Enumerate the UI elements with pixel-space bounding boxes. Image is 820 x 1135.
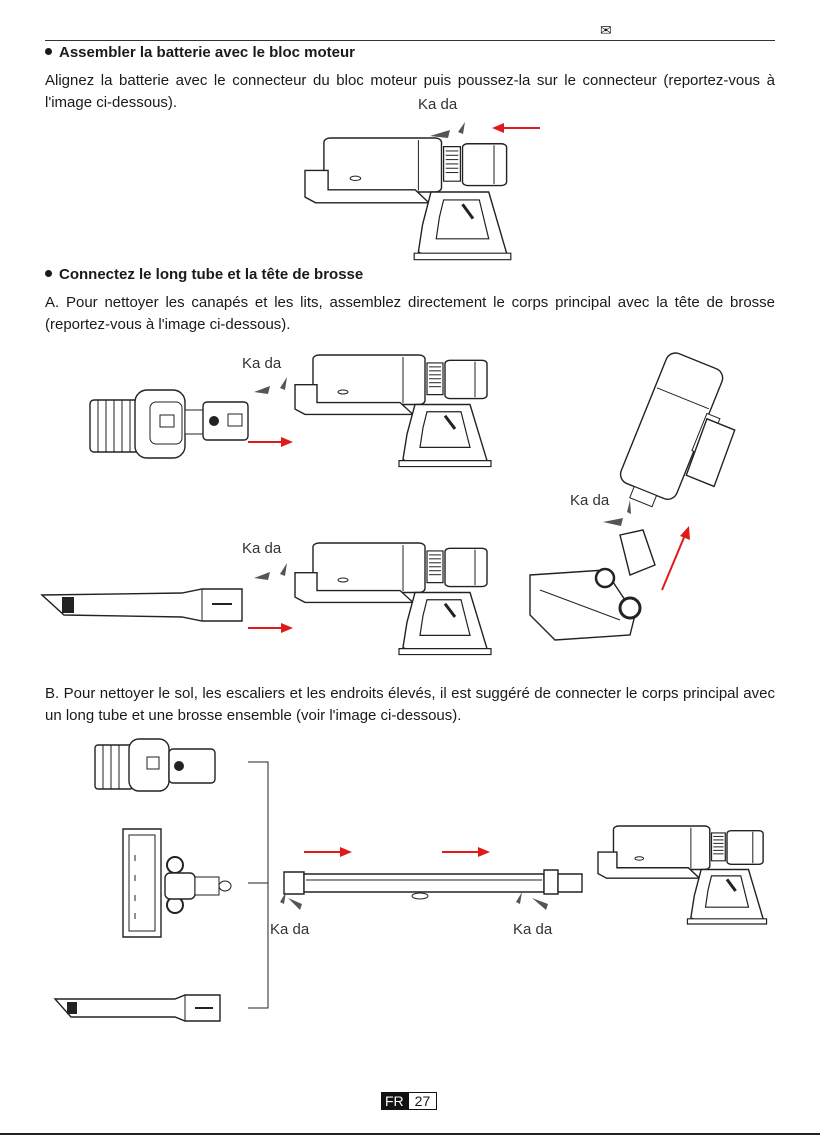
click-mark	[603, 518, 623, 526]
click-mark	[280, 377, 287, 390]
red-arrow-icon	[492, 123, 540, 133]
section2-paragraph-b: B. Pour nettoyer le sol, les escaliers e…	[45, 685, 775, 724]
click-mark	[627, 500, 631, 514]
section1-paragraph: Alignez la batterie avec le connecteur d…	[45, 72, 775, 111]
click-label: Ka da	[242, 540, 282, 557]
click-mark	[532, 898, 548, 910]
battery-assembly-illustration	[303, 122, 550, 262]
bracket-icon	[248, 758, 278, 1013]
footer-rule	[0, 1133, 820, 1135]
envelope-icon: ✉	[600, 22, 612, 38]
motorized-brush-illustration	[90, 380, 260, 465]
red-arrow-icon	[304, 847, 352, 857]
click-mark	[458, 122, 465, 134]
angled-assembly-illustration	[525, 350, 780, 660]
crevice-tool-small-illustration	[55, 993, 225, 1023]
page-badge: FR 27	[381, 1092, 438, 1110]
long-tube-illustration	[280, 847, 600, 910]
click-mark	[288, 898, 302, 910]
red-arrow-icon	[248, 437, 293, 447]
section2-heading: Connectez le long tube et la tête de bro…	[45, 266, 363, 284]
click-label: Ka da	[270, 921, 310, 938]
bullet-icon	[45, 48, 52, 55]
red-arrow-icon	[248, 623, 293, 633]
page-number: 27	[407, 1092, 438, 1110]
click-label: Ka da	[570, 492, 610, 509]
main-body-illustration-a1	[240, 353, 493, 469]
red-arrow-icon	[442, 847, 490, 857]
main-body-illustration-a2	[240, 541, 493, 657]
red-arrow-icon	[662, 526, 690, 590]
main-body-illustration-b	[596, 824, 768, 926]
click-mark	[430, 130, 450, 138]
click-label: Ka da	[242, 355, 282, 372]
floor-brush-illustration	[115, 825, 245, 940]
click-mark	[280, 563, 287, 576]
bullet-icon	[45, 270, 52, 277]
click-label: Ka da	[513, 921, 553, 938]
click-label: Ka da	[418, 96, 458, 113]
crevice-tool-illustration	[42, 585, 247, 625]
click-mark	[280, 892, 286, 904]
header-rule	[45, 40, 775, 41]
section2-paragraph-a: A. Pour nettoyer les canapés et les lits…	[45, 294, 775, 333]
click-mark	[254, 386, 270, 394]
click-mark	[516, 892, 522, 904]
motorized-brush-small-illustration	[95, 735, 225, 795]
language-tag: FR	[381, 1092, 408, 1110]
click-mark	[254, 572, 270, 580]
section1-heading: Assembler la batterie avec le bloc moteu…	[45, 44, 355, 62]
